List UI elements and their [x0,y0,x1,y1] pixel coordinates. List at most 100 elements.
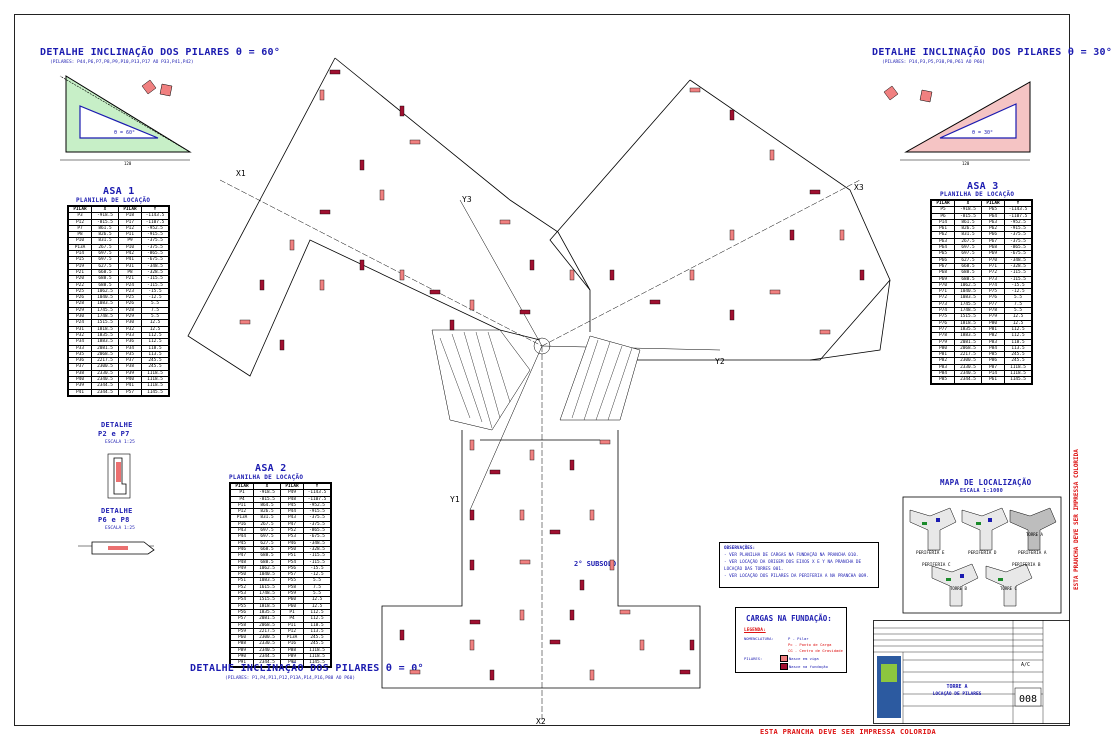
mapa-label-torre-b: TORRE B [950,586,967,591]
observacoes-line-1: - VER PLANILHA DE CARGAS NA FUNDAÇÃO NA … [724,553,859,558]
pillar-mark [519,309,531,315]
pillar-mark [449,319,455,331]
mapa-scale: ESCALA 1:1000 [960,488,1004,494]
table-cell: 1118.5 [1004,369,1032,378]
axis-y3-label: Y3 [462,195,472,204]
mapa-label-periferia-a: PERIFERIA A [1018,550,1047,556]
mapa-label-periferia-e: PERIFERIA E [916,550,945,556]
table-cell: 5.5 [141,313,169,321]
table-cell: 7.5 [303,583,331,592]
detail-p6p8-scale: ESCALA 1:25 [105,526,135,531]
pillar-mark [359,259,365,271]
table-cell: -1143.5 [1004,206,1032,214]
pillar-mark [469,619,481,625]
table-cell: -1107.5 [1004,212,1032,220]
axis-x3-label: X3 [854,183,864,192]
table-cell: 1118.5 [141,369,169,378]
detail-30-angle: θ = 30° [972,130,993,136]
legend-viga-swatch [780,655,788,662]
detail-p2p7-title: DETALHE [101,421,133,429]
detail-0-pilares: (PILARES: P1,P4,P11,P12,P13A,P14,P16,P88… [225,676,356,681]
table-cell: 2344.5 [954,376,982,384]
pillar-mark [279,339,285,351]
drawing-sheet [14,14,1070,726]
pillar-mark [399,629,405,641]
cargas-nasce-fundacao: Nasce na fundação [789,664,828,669]
table-cell: 245.5 [303,634,331,642]
pillar-mark [319,89,325,101]
pillar-mark [489,669,495,681]
pillar-mark [519,559,531,565]
mapa-label-periferia-c: PERIFERIA C [922,562,951,568]
asa2-title: ASA 2 [255,463,287,474]
table-cell: -675.5 [303,533,331,541]
pillar-mark [469,559,475,571]
pillar-mark [579,579,585,591]
table-cell: -675.5 [141,256,169,264]
table-cell: -1143.5 [303,489,331,497]
table-cell: 5.5 [303,590,331,598]
table-cell: 7.5 [141,306,169,315]
table-cell: 1145.5 [141,388,169,396]
pillar-mark [519,509,525,521]
table-cell: -15.5 [141,287,169,296]
table-cell: P41 [68,388,92,396]
table-cell: -1143.5 [141,212,169,220]
pillar-mark [319,209,331,215]
table-cell: 5.5 [141,300,169,308]
table-cell: -865.5 [303,527,331,535]
table-cell: 245.5 [303,640,331,648]
table-cell: 113.5 [303,627,331,636]
table-cell: 1118.5 [303,646,331,655]
cargas-legend-title: LEGENDA: [744,628,766,633]
table-cell: 12.5 [303,596,331,604]
pillar-mark [529,449,535,461]
table-cell: 112.5 [141,338,169,346]
table-cell: 12.5 [141,325,169,333]
asa3-subtitle: PLANILHA DE LOCAÇÃO [940,191,1015,198]
pillar-mark [859,269,865,281]
pillar-mark [469,439,475,451]
table-cell: -115.5 [141,281,169,289]
pillar-mark [599,439,611,445]
detail-p6p8-drawing [78,541,155,555]
cargas-pc: Pc - Ponto de Carga [788,642,832,647]
pillar-mark [469,509,475,521]
detail-p2p7-drawing [107,453,131,499]
table-cell: 12.5 [1004,319,1032,327]
pillar-mark [489,469,501,475]
asa2-subtitle: PLANILHA DE LOCAÇÃO [229,474,304,481]
table-cell: -675.5 [1004,250,1032,258]
pillar-mark [399,269,405,281]
table-cell: 245.5 [141,363,169,371]
table-cell: 5.5 [303,577,331,585]
pillar-mark [409,139,421,145]
cargas-cg: CG - Centro de Gravidade [788,648,843,653]
mapa-label-periferia-b: PERIFERIA B [1012,562,1041,568]
pillar-mark [569,459,575,471]
